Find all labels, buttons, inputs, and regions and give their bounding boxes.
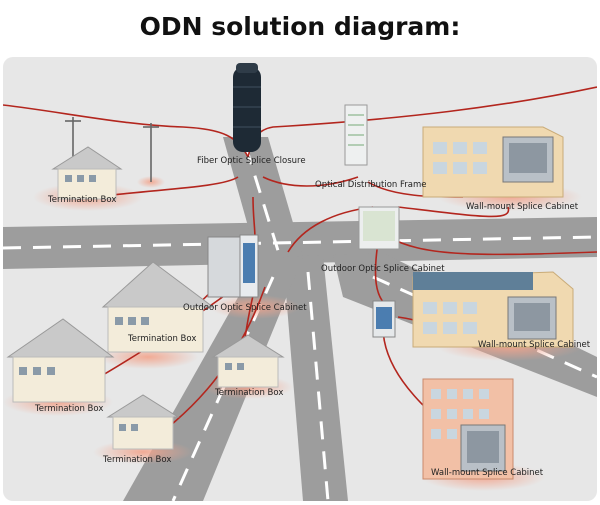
house-left-bottom	[6, 318, 115, 403]
small-cabinet-icon	[372, 300, 396, 338]
outdoor-splice-box-icon	[358, 206, 400, 250]
house-bottom	[106, 394, 180, 450]
odn-diagram: Fiber Optic Splice Closure Optical Distr…	[3, 57, 597, 501]
label-term-box-2: Termination Box	[127, 334, 196, 344]
label-term-box-5: Termination Box	[102, 455, 171, 465]
label-term-box-3: Termination Box	[34, 404, 103, 414]
label-odf: Optical Distribution Frame	[315, 180, 427, 190]
label-term-box-4: Termination Box	[214, 388, 283, 398]
house-left-mid	[101, 261, 215, 353]
splice-closure-icon	[233, 63, 261, 152]
utility-poles	[65, 117, 159, 182]
label-outdoor-cabinet: Outdoor Optic Splice Cabinet	[183, 303, 307, 313]
label-term-box-1: Termination Box	[47, 195, 116, 205]
outdoor-cabinet-icon	[207, 234, 259, 298]
house-center	[211, 334, 285, 388]
label-wall-cabinet-1: Wall-mount Splice Cabinet	[466, 202, 579, 212]
label-fiber-splice-closure: Fiber Optic Splice Closure	[197, 156, 306, 166]
building-bottom-right	[422, 378, 514, 480]
label-wall-cabinet-2: Wall-mount Splice Cabinet	[478, 340, 591, 350]
odf-icon	[344, 104, 368, 166]
page-title: ODN solution diagram:	[139, 12, 461, 41]
label-wall-cabinet-3: Wall-mount Splice Cabinet	[431, 468, 544, 478]
house-top-left	[51, 146, 123, 200]
building-top-right	[422, 126, 564, 198]
building-mid-right	[412, 271, 574, 348]
label-outdoor-splice-box: Outdoor Optic Splice Cabinet	[321, 264, 445, 274]
